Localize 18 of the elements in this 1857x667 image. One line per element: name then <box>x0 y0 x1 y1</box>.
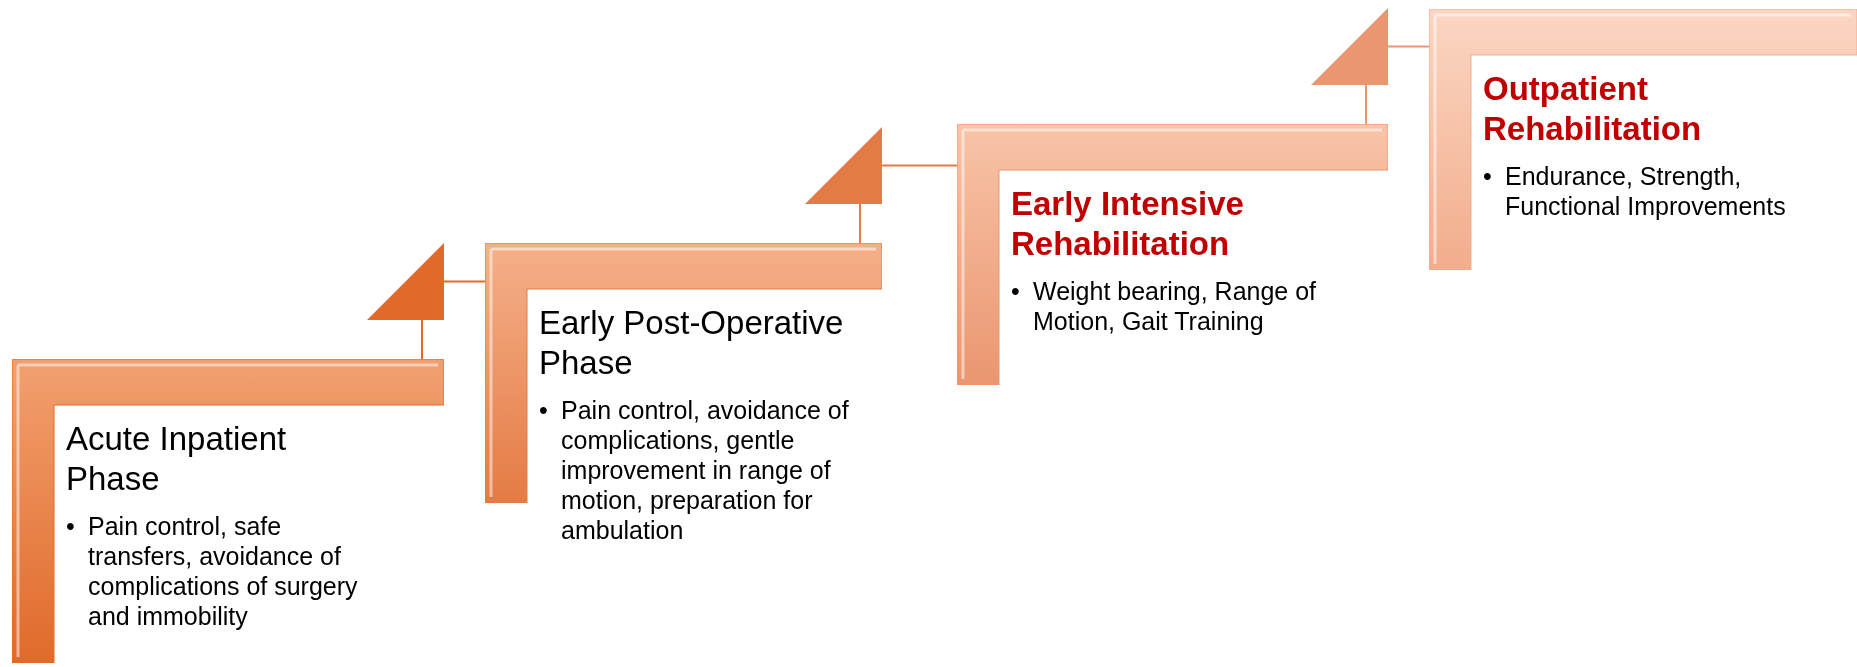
bullet-marker: • <box>1011 276 1021 307</box>
bullet-marker: • <box>539 395 549 426</box>
step-arrow <box>1311 8 1430 125</box>
step-arrow <box>367 243 486 360</box>
phase-heading: Early Post-Operative Phase <box>539 303 845 383</box>
bullet-text: Endurance, Strength, Functional Improvements <box>1505 161 1787 221</box>
phase-heading: Outpatient Rehabilitation <box>1483 69 1703 149</box>
bullet-text: Weight bearing, Range of Motion, Gait Training <box>1033 276 1318 336</box>
phase-heading: Acute Inpatient Phase <box>66 419 288 499</box>
step-shape <box>957 124 1388 385</box>
step-arrow <box>805 127 958 244</box>
bullet-marker: • <box>66 511 76 542</box>
bullet-text: Pain control, avoidance of complications, gentle improvement in range of motion, preparation for ambulation <box>561 395 850 545</box>
step-shape <box>12 359 444 663</box>
step-shape <box>1429 9 1857 270</box>
phase-heading: Early Intensive Rehabilitation <box>1011 184 1245 264</box>
bullet-marker: • <box>1483 161 1493 192</box>
bullet-text: Pain control, safe transfers, avoidance of complications of surgery and immobility <box>88 511 359 631</box>
